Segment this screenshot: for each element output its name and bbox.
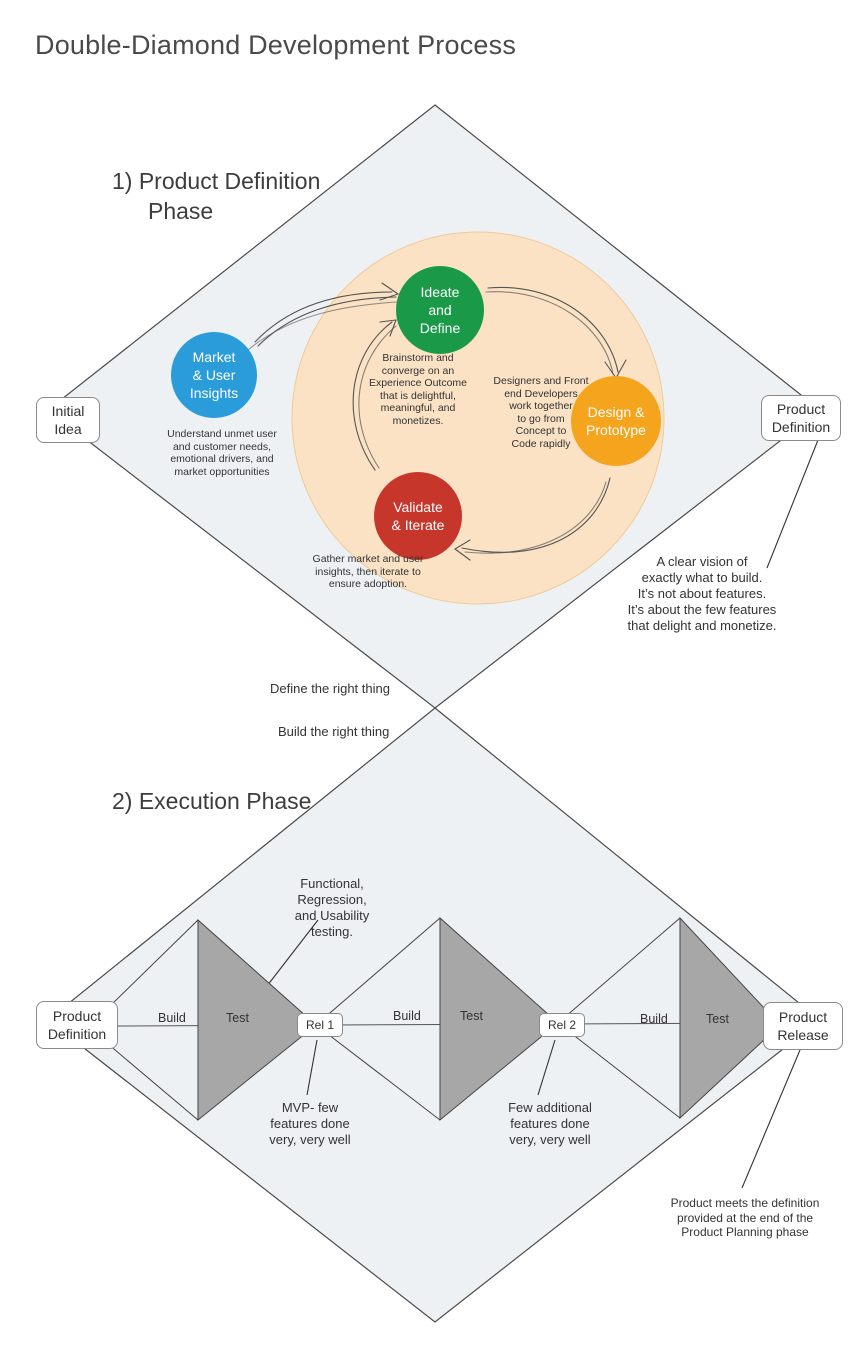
- design-note-line4: to go from: [517, 412, 565, 425]
- release-note: Product meets the definition provided at…: [650, 1196, 840, 1240]
- ideate-circle-line2: and: [428, 302, 452, 318]
- test-step-2: Test: [460, 1009, 483, 1023]
- market-note-line4: market opportunities: [174, 465, 270, 478]
- page-title: Double-Diamond Development Process: [35, 30, 517, 60]
- validate-circle-line1: Validate: [393, 499, 443, 515]
- design-note: Designers and Front end Developers work …: [486, 375, 596, 450]
- rel2-note-line3: very, very well: [509, 1132, 591, 1147]
- market-note-line2: and customer needs,: [172, 440, 272, 453]
- test-triangle-1: [197, 918, 317, 1122]
- phase1-title-line1: 1) Product Definition: [112, 168, 321, 194]
- test-step-1: Test: [226, 1011, 249, 1025]
- initial-idea-line2: Idea: [54, 421, 82, 437]
- market-circle-line2: & User: [192, 367, 236, 383]
- ideate-circle-line1: Ideate: [420, 284, 460, 300]
- build-right-label: Build the right thing: [278, 724, 390, 739]
- testing-note: Functional, Regression, and Usability te…: [272, 876, 392, 940]
- design-note-line3: work together: [509, 400, 573, 412]
- rel2-note-line2: features done: [510, 1116, 590, 1131]
- market-note: Understand unmet user and customer needs…: [152, 428, 292, 478]
- rel1-note-line2: features done: [270, 1116, 350, 1131]
- testing-note-line4: testing.: [311, 924, 353, 939]
- rel2-note-line1: Few additional: [508, 1100, 592, 1115]
- product-release-box: Product Release: [763, 1002, 843, 1050]
- rel1-note-line3: very, very well: [269, 1132, 351, 1147]
- execution-diamond: [47, 707, 821, 1323]
- testing-note-line3: and Usability: [294, 908, 370, 923]
- validate-note-line2: insights, then iterate to: [315, 565, 421, 578]
- validate-circle-line2: & Iterate: [391, 517, 445, 533]
- release-2-marker: Rel 2: [539, 1013, 585, 1037]
- market-circle-line1: Market: [192, 349, 236, 365]
- design-note-line6: Code rapidly: [511, 437, 571, 450]
- product-release-line2: Release: [777, 1027, 829, 1043]
- design-circle-line2: Prototype: [586, 422, 646, 438]
- validate-note-line3: ensure adoption.: [328, 578, 408, 590]
- ideate-define-circle: Ideate and Define: [396, 266, 484, 354]
- definition-callout: A clear vision of exactly what to build.…: [607, 554, 797, 634]
- test-step-3: Test: [706, 1012, 729, 1026]
- release-note-line1: Product meets the definition: [670, 1196, 820, 1210]
- initial-idea-box: Initial Idea: [36, 397, 100, 443]
- product-release-line1: Product: [778, 1009, 828, 1025]
- ideate-note-line2: converge on an: [381, 364, 455, 377]
- design-note-line5: Concept to: [515, 425, 567, 437]
- test-triangle-3: [679, 916, 781, 1120]
- ideate-note-line3: Experience Outcome: [368, 377, 468, 389]
- ideate-note: Brainstorm and converge on an Experience…: [358, 352, 478, 427]
- testing-note-line1: Functional,: [300, 876, 364, 891]
- ideate-note-line4: that is delightful,: [380, 389, 456, 402]
- market-circle-line3: Insights: [189, 385, 239, 401]
- definition-callout-line1: A clear vision of: [656, 554, 748, 569]
- phase1-title-line2: Phase: [148, 198, 214, 224]
- release-note-line2: provided at the end of the: [676, 1210, 814, 1225]
- execution-flow: [107, 916, 781, 1122]
- validate-iterate-circle: Validate & Iterate: [374, 472, 462, 560]
- market-note-line3: emotional drivers, and: [170, 453, 274, 465]
- phase2-title: 2) Execution Phase: [112, 788, 312, 814]
- definition-callout-line2: exactly what to build.: [641, 570, 763, 585]
- ideate-note-line1: Brainstorm and: [382, 352, 454, 364]
- design-circle-line1: Design &: [587, 404, 645, 420]
- build-step-2: Build: [393, 1009, 421, 1023]
- initial-idea-line1: Initial: [51, 403, 85, 419]
- define-right-label: Define the right thing: [270, 681, 390, 696]
- product-definition-box: Product Definition: [761, 395, 841, 441]
- definition-callout-line4: It’s about the few features: [627, 602, 777, 617]
- release-note-line3: Product Planning phase: [681, 1225, 809, 1239]
- build-step-1: Build: [158, 1011, 186, 1025]
- testing-note-line2: Regression,: [297, 892, 367, 907]
- market-insights-circle: Market & User Insights: [171, 332, 257, 418]
- rel1-note: MVP- few features done very, very well: [255, 1100, 365, 1148]
- design-note-line1: Designers and Front: [493, 375, 589, 387]
- build-step-3: Build: [640, 1012, 668, 1026]
- design-prototype-circle: Design & Prototype: [571, 376, 661, 466]
- ideate-note-line5: meaningful, and: [380, 402, 456, 414]
- test-triangle-2: [439, 916, 559, 1122]
- design-note-line2: end Developers: [504, 387, 578, 400]
- market-note-line1: Understand unmet user: [167, 428, 277, 440]
- ideate-circle-line3: Define: [419, 320, 461, 336]
- product-definition-line2: Definition: [771, 419, 831, 435]
- validate-note-line1: Gather market and user: [312, 553, 424, 565]
- execution-start-box: Product Definition: [36, 1001, 118, 1049]
- rel1-note-line1: MVP- few: [281, 1100, 339, 1115]
- definition-callout-line3: It’s not about features.: [637, 586, 767, 601]
- rel2-note: Few additional features done very, very …: [492, 1100, 608, 1148]
- execution-start-line1: Product: [52, 1008, 102, 1024]
- release-1-marker: Rel 1: [297, 1013, 343, 1037]
- ideate-note-line6: monetizes.: [392, 414, 444, 427]
- definition-callout-line5: that delight and monetize.: [627, 618, 777, 633]
- execution-start-line2: Definition: [47, 1026, 107, 1042]
- validate-note: Gather market and user insights, then it…: [296, 553, 440, 591]
- phase1-title: 1) Product Definition Phase: [112, 166, 320, 226]
- product-definition-line1: Product: [776, 401, 826, 417]
